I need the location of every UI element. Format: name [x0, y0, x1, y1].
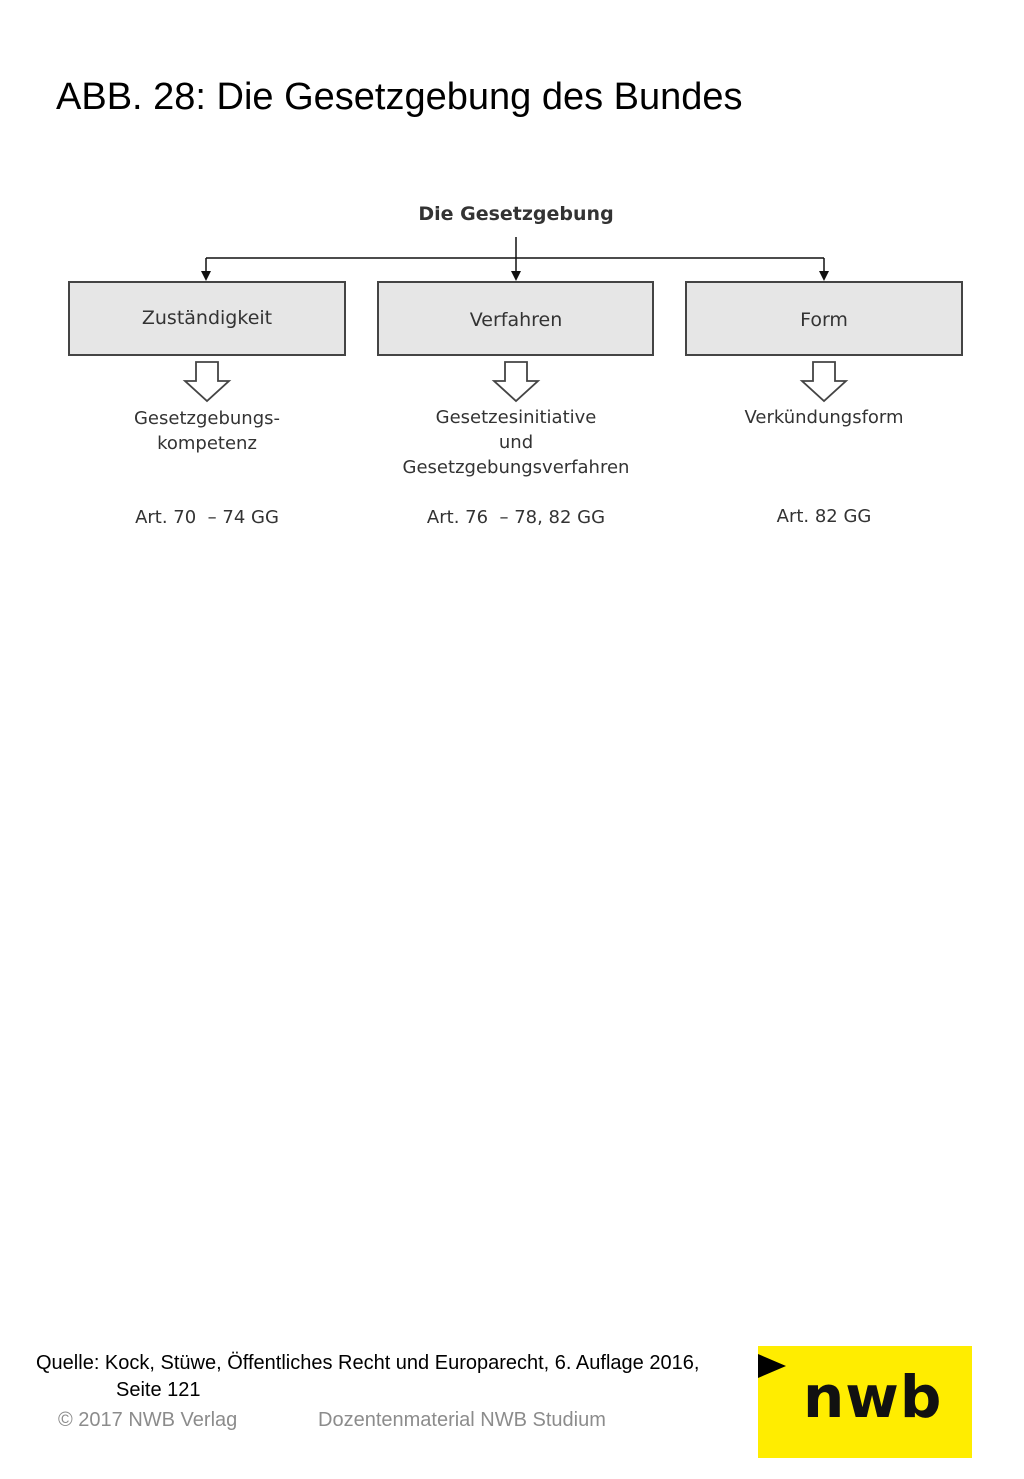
diagram-root-label: Die Gesetzgebung [418, 203, 613, 225]
box-zustaendigkeit [68, 281, 346, 356]
play-arrow-icon[interactable] [758, 1354, 786, 1378]
nwb-logo: nwb [758, 1346, 972, 1458]
reference-label: Art. 70 – 74 GG [135, 507, 279, 528]
box-label-verfahren: Verfahren [470, 309, 563, 331]
box-form [685, 281, 963, 356]
result-line: Gesetzgebungsverfahren [403, 457, 630, 478]
hollow-arrow-down-icon [182, 361, 232, 403]
page-title: ABB. 28: Die Gesetzgebung des Bundes [56, 76, 743, 118]
box-label-form: Form [800, 309, 848, 331]
hollow-arrow-down-icon [491, 361, 541, 403]
copyright: © 2017 NWB Verlag [58, 1409, 238, 1431]
source-citation: Quelle: Kock, Stüwe, Öffentliches Recht … [36, 1350, 699, 1404]
box-verfahren [377, 281, 654, 356]
result-line: Gesetzgebungs- [134, 408, 280, 429]
result-line: Gesetzesinitiative [436, 407, 597, 428]
reference-label: Art. 76 – 78, 82 GG [427, 507, 605, 528]
box-label-zustaendigkeit: Zuständigkeit [142, 307, 272, 329]
hollow-arrow-down-icon [799, 361, 849, 403]
result-line: kompetenz [157, 433, 257, 454]
source-line-1: Quelle: Kock, Stüwe, Öffentliches Recht … [36, 1352, 700, 1374]
reference-label: Art. 82 GG [777, 506, 872, 527]
source-line-2: Seite 121 [116, 1379, 201, 1401]
diagram: Die Gesetzgebung Zuständigkeit Verfahren… [68, 203, 963, 528]
result-line: und [499, 432, 533, 453]
material-label: Dozentenmaterial NWB Studium [318, 1409, 606, 1431]
logo-text: nwb [803, 1363, 943, 1431]
result-line: Verkündungsform [744, 407, 903, 428]
